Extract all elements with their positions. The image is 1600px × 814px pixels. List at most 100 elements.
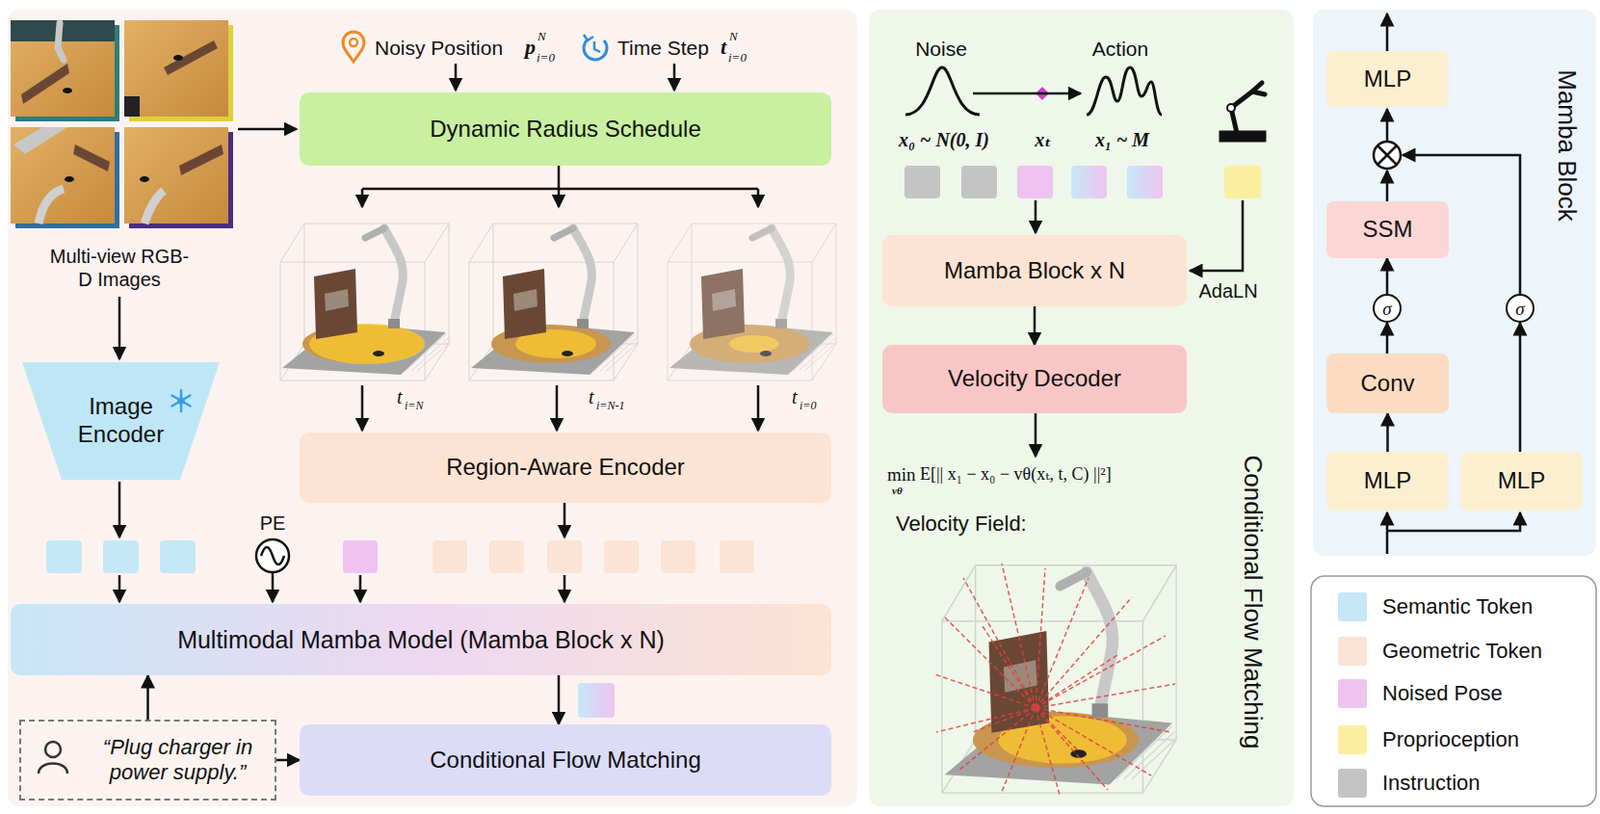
icon [1252, 82, 1265, 95]
flow-connector [1519, 322, 1522, 452]
velocity-field-view [982, 626, 1036, 709]
node-label: MLP [1363, 467, 1412, 496]
point-cloud-view [701, 228, 790, 357]
flow-connector [1386, 258, 1390, 294]
camera-views [139, 176, 150, 183]
annotation-label: AdaLN [1198, 279, 1258, 303]
icon [349, 38, 358, 47]
annotation-label: t [396, 385, 403, 409]
node-label: Image Encoder [67, 393, 176, 449]
flow-arrow [454, 63, 458, 91]
annotation-label: Velocity Field: [895, 511, 1027, 537]
camera-views [144, 190, 164, 224]
annotation-label: Noise [915, 36, 968, 61]
snowflake-icon [172, 390, 191, 412]
token-square [1127, 165, 1163, 199]
flow-connector [1386, 413, 1390, 452]
velocity-field-view [1035, 708, 1079, 752]
velocity-field-view [934, 674, 1036, 709]
flow-arrow [563, 575, 567, 603]
annotation-label: vθ [891, 484, 903, 498]
token-square [159, 540, 196, 574]
flow-arrow [972, 92, 1081, 96]
velocity-field-view [1035, 568, 1046, 709]
token-square [432, 540, 468, 574]
annotation-label: N [537, 28, 547, 45]
annotation-label: x₀ ~ N(0, I) [898, 128, 990, 152]
camera-views [124, 127, 229, 224]
camera-views [13, 127, 68, 155]
layer-box: Conv [1326, 353, 1449, 414]
icon [1221, 82, 1265, 140]
panel-background [1312, 9, 1597, 556]
flow-arrow [1189, 200, 1243, 271]
velocity-field-view [1035, 708, 1152, 776]
flow-arrow [1386, 108, 1390, 142]
flow-arrow [359, 575, 363, 603]
velocity-field-view [934, 563, 1179, 795]
icon [1227, 104, 1235, 112]
annotation-label: E[|| x₁ − x₀ − vθ(xₜ, t, C) ||²] [919, 464, 1112, 486]
activation-circle: σ [1505, 293, 1535, 323]
panel-background [7, 9, 1597, 807]
icon [256, 539, 289, 573]
point-cloud-view [729, 335, 780, 353]
process-box: Velocity Decoder [882, 344, 1187, 414]
flow-arrow [555, 385, 559, 431]
velocity-field-view [936, 708, 1036, 733]
point-cloud-view [314, 228, 403, 357]
snowflake-icon [172, 395, 191, 407]
flow-arrow [119, 13, 1521, 603]
icon [583, 34, 594, 41]
camera-views [179, 144, 224, 176]
node-label: MLP [1363, 65, 1412, 94]
legend-text: Semantic Token [1382, 594, 1533, 620]
node-label: Multimodal Mamba Model (Mamba Block x N) [177, 625, 665, 655]
velocity-field-view [942, 565, 1179, 793]
velocity-field-view [1035, 577, 1089, 709]
icon [261, 547, 285, 565]
annotation-label: xₜ [1034, 128, 1051, 152]
flow-arrow [118, 481, 122, 538]
panel-title: Conditional Flow Matching [1236, 455, 1267, 750]
icon [594, 41, 601, 53]
flow-arrow [757, 385, 761, 431]
camera-views [21, 63, 70, 105]
camera-views [163, 40, 218, 76]
icon [342, 31, 365, 62]
token-square [961, 165, 997, 199]
annotation-label: PE [260, 511, 287, 535]
annotation-label: i=0 [728, 50, 747, 66]
icon [45, 741, 61, 758]
node-label: Mamba Block x N [944, 257, 1126, 286]
process-box: Dynamic Radius Schedule [299, 92, 832, 166]
token-square [1071, 165, 1107, 199]
camera-views [173, 54, 184, 61]
node-label: σ [1382, 299, 1391, 318]
node-label: Region-Aware Encoder [445, 453, 685, 482]
point-cloud-view [280, 223, 450, 381]
annotation-label: Action [1092, 36, 1149, 61]
flow-arrow [1386, 512, 1390, 554]
annotation-label: i=0 [799, 398, 816, 413]
activation-circle: σ [1372, 293, 1402, 323]
process-box: Conditional Flow Matching [299, 724, 832, 796]
section-panel: Mamba BlockMLPSSMσσConvMLPMLP [1312, 9, 1597, 556]
annotation-label: N [729, 28, 738, 45]
icon [1377, 145, 1397, 165]
instruction-box: “Plug charger in power supply.” [19, 719, 277, 801]
trapezoid-outline [22, 362, 220, 480]
token-square [719, 540, 755, 574]
annotation-label: i=N [404, 398, 423, 413]
layer-box: MLP [1326, 51, 1449, 107]
model-box: Multimodal Mamba Model (Mamba Block x N) [10, 603, 832, 676]
velocity-field-view [972, 708, 1036, 733]
flow-connector [276, 759, 300, 762]
node-label: MLP [1497, 467, 1546, 496]
point-cloud-view [280, 223, 838, 381]
point-cloud-view [469, 223, 639, 381]
node-label: Dynamic Radius Schedule [429, 115, 701, 144]
icon [583, 39, 607, 60]
legend-text: Proprioception [1382, 727, 1520, 753]
flow-arrow [1387, 512, 1521, 531]
